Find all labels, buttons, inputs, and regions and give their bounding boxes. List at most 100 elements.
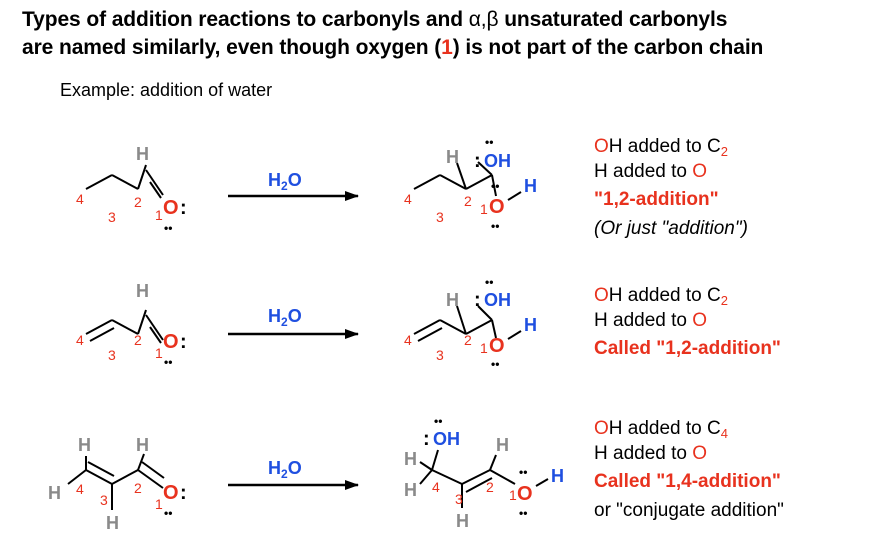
hydrogen-atom: H (136, 435, 149, 455)
bond (137, 469, 164, 489)
bond (111, 469, 139, 485)
bond (141, 461, 165, 479)
row2-desc-line2: H added to O (594, 310, 707, 332)
bond (491, 319, 497, 339)
carbon-number-4: 4 (404, 332, 412, 348)
carbon-number-3: 3 (436, 209, 444, 225)
oxygen-letter: O (692, 310, 708, 331)
title-greek: α,β (468, 8, 499, 31)
row2-reactant: H O : •• 4 3 2 1 (76, 281, 187, 369)
carbon-number-3: 3 (108, 209, 116, 225)
oxygen-letter: O (692, 161, 708, 182)
bond (461, 469, 491, 485)
title-text: ) is not part of the carbon chain (452, 36, 764, 59)
hydrogen-atom: H (456, 511, 469, 531)
desc-text: H added to C (608, 285, 721, 306)
bond (507, 191, 522, 201)
lone-pair: : (474, 289, 481, 311)
bond (431, 469, 463, 485)
oxygen-number-1: 1 (509, 487, 517, 503)
oxygen-atom: O (163, 197, 179, 219)
bond (465, 477, 493, 493)
bond (489, 454, 497, 471)
carbon-number-2: 2 (464, 332, 472, 348)
bond (419, 461, 433, 471)
bond (477, 161, 493, 176)
bond (137, 309, 147, 335)
lone-pair: •• (164, 355, 172, 369)
oxygen-number-1: 1 (155, 345, 163, 361)
lone-pair: •• (491, 179, 499, 193)
hydrogen-atom: H (48, 483, 61, 503)
bond (85, 319, 113, 335)
desc-text: H added to (594, 443, 693, 464)
row1-desc-line1: OH added to C2 (594, 136, 728, 159)
row1-desc-line4: (Or just "addition") (594, 218, 748, 239)
lone-pair: •• (491, 357, 499, 371)
row3-desc-line1: OH added to C4 (594, 418, 728, 441)
hydrogen-atom: H (106, 513, 119, 533)
hydrogen-atom: H (78, 435, 91, 455)
lone-pair: : (180, 197, 187, 219)
carbon-number-4: 4 (432, 479, 440, 495)
bond (431, 449, 439, 471)
row3-reactant: H H H H O : •• 4 3 2 1 (48, 435, 187, 533)
added-hydrogen: H (524, 176, 537, 196)
row3-desc-line4: or "conjugate addition" (594, 500, 784, 521)
carbon-number-3: 3 (100, 492, 108, 508)
lone-pair: •• (434, 414, 442, 428)
carbon-subscript: 2 (720, 293, 728, 308)
oxygen-letter: O (692, 443, 708, 464)
carbon-subscript: 2 (720, 144, 728, 159)
lone-pair: •• (485, 135, 493, 149)
lone-pair: •• (491, 219, 499, 233)
desc-text: H added to C (608, 418, 721, 439)
added-hydrogen: H (551, 466, 564, 486)
hydrogen-atom: H (446, 290, 459, 310)
lone-pair: : (474, 150, 481, 172)
carbon-number-2: 2 (464, 193, 472, 209)
bond (89, 327, 115, 342)
oxygen-letter: O (594, 285, 609, 306)
carbon-number-4: 4 (76, 332, 84, 348)
bond (149, 181, 162, 199)
oxygen-number-1: 1 (480, 201, 488, 217)
row1-product: H : OH •• O •• •• H 4 3 2 1 (404, 135, 537, 233)
oxygen-atom: O (163, 482, 179, 504)
bond (67, 469, 87, 485)
desc-text: H added to (594, 310, 693, 331)
oxygen-atom: O (517, 483, 533, 505)
bond (535, 478, 549, 487)
carbon-number-4: 4 (404, 191, 412, 207)
title-line-1: Types of addition reactions to carbonyls… (22, 8, 727, 32)
lone-pair: •• (485, 275, 493, 289)
bond (87, 461, 115, 477)
lone-pair: : (423, 428, 430, 450)
desc-text: H added to C (608, 136, 721, 157)
oxygen-letter: O (594, 418, 609, 439)
hydrogen-atom: H (136, 144, 149, 164)
row1-desc-line3: "1,2-addition" (594, 189, 719, 210)
title-text: are named similarly, even though oxygen … (22, 36, 442, 59)
bond (465, 174, 493, 190)
hydroxyl-group: OH (433, 429, 460, 449)
title-line-2: are named similarly, even though oxygen … (22, 36, 763, 60)
carbon-number-3: 3 (108, 347, 116, 363)
row2-arrow: H2O (228, 306, 359, 339)
bond (413, 319, 441, 335)
bond (419, 469, 433, 485)
lone-pair: •• (164, 506, 172, 520)
bond (507, 330, 522, 340)
hydroxyl-group: OH (484, 151, 511, 171)
lone-pair: : (180, 482, 187, 504)
row3-desc-line2: H added to O (594, 443, 707, 465)
bond (145, 314, 164, 341)
bond (137, 164, 147, 190)
bond (439, 319, 467, 335)
oxygen-atom: O (489, 335, 505, 357)
carbon-number-3: 3 (455, 491, 463, 507)
example-label: Example: addition of water (60, 80, 273, 100)
bond (149, 326, 162, 344)
